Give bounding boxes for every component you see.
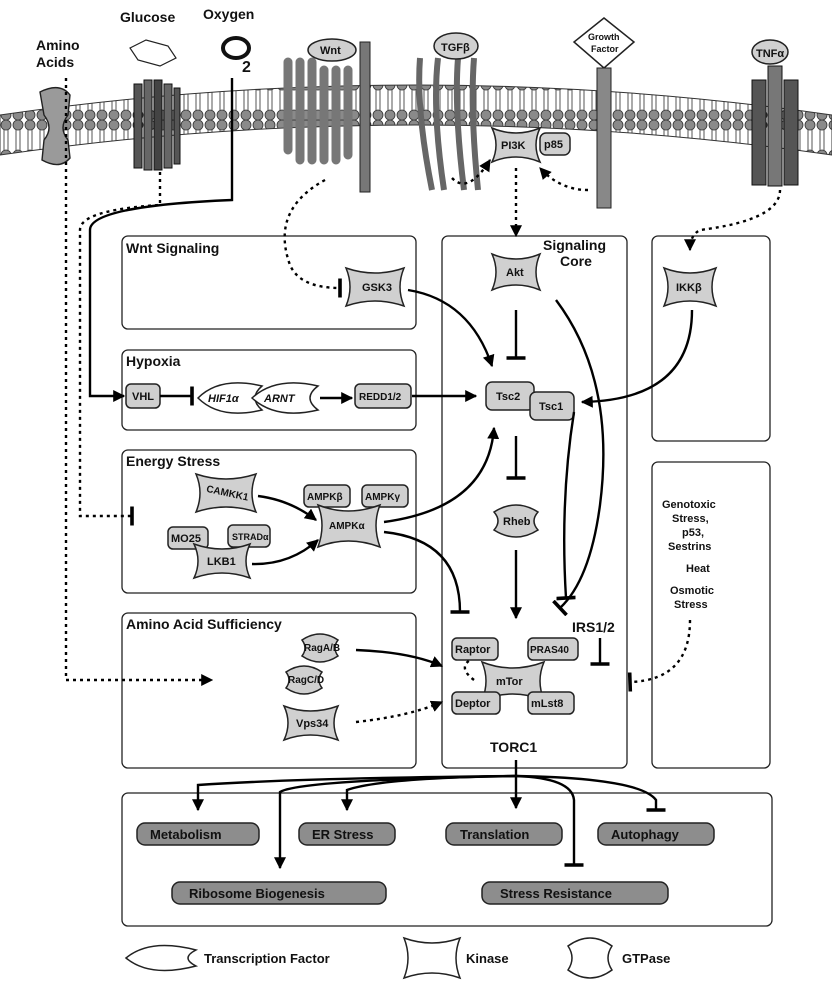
mo25-label: MO25 — [171, 533, 201, 545]
signaling-core-title-1: Signaling — [543, 237, 606, 253]
svg-text:p85: p85 — [544, 139, 563, 151]
ampkb-label: AMPKβ — [307, 492, 343, 503]
signaling-core-title-2: Core — [560, 253, 592, 269]
rheb-label: Rheb — [503, 516, 531, 528]
svg-text:Factor: Factor — [591, 44, 619, 54]
stress-item-2: Stress, — [672, 513, 709, 525]
autophagy-label: Autophagy — [611, 827, 680, 842]
svg-text:Growth: Growth — [588, 32, 620, 42]
glucose-molecule-icon — [130, 40, 176, 66]
hif1a-label: HIF1α — [208, 393, 240, 405]
ragc-label: RagC/D — [288, 675, 324, 686]
pras40-label: PRAS40 — [530, 645, 569, 656]
legend-gtpase-label: GTPase — [622, 951, 670, 966]
svg-text:2: 2 — [242, 59, 251, 76]
ikk-panel — [652, 236, 770, 441]
legend-gtpase-icon — [568, 938, 612, 978]
tsc2-label: Tsc2 — [496, 391, 520, 403]
pi3k-kinase: PI3K p85 — [492, 128, 570, 162]
redd-label: REDD1/2 — [359, 392, 402, 403]
metabolism-label: Metabolism — [150, 827, 222, 842]
hypoxia-panel-title: Hypoxia — [126, 353, 181, 369]
cell-membrane — [0, 85, 832, 155]
torc1-label: TORC1 — [490, 739, 537, 755]
ampkg-label: AMPKγ — [365, 492, 400, 503]
ribosome-label: Ribosome Biogenesis — [189, 886, 325, 901]
raga-label: RagA/B — [304, 643, 340, 654]
irs-label: IRS1/2 — [572, 619, 615, 635]
deptor-label: Deptor — [455, 698, 491, 710]
vhl-label: VHL — [132, 391, 154, 403]
wnt-panel-title: Wnt Signaling — [126, 240, 219, 256]
legend-transcription-factor-icon — [126, 946, 196, 971]
legend-kinase-label: Kinase — [466, 951, 509, 966]
svg-text:TNFα: TNFα — [756, 48, 784, 60]
amino-acids-label-1: Amino — [36, 37, 80, 53]
svg-text:Wnt: Wnt — [320, 45, 341, 57]
ikkb-label: IKKβ — [676, 282, 702, 294]
akt-label: Akt — [506, 267, 524, 279]
amino-acids-label-2: Acids — [36, 54, 74, 70]
legend-transcription-factor-label: Transcription Factor — [204, 951, 330, 966]
tnf-receptor: TNFα — [752, 40, 798, 186]
vps34-label: Vps34 — [296, 718, 329, 730]
gsk3-label: GSK3 — [362, 282, 392, 294]
stress-item-1: Genotoxic — [662, 499, 716, 511]
svg-text:PI3K: PI3K — [501, 140, 526, 152]
stress-item-7: Stress — [674, 599, 708, 611]
translation-label: Translation — [460, 827, 529, 842]
tsc1-label: Tsc1 — [539, 401, 563, 413]
stress-item-5: Heat — [686, 563, 710, 575]
energy-panel-title: Energy Stress — [126, 453, 220, 469]
outputs-panel — [122, 793, 772, 926]
ampka-label: AMPKα — [329, 521, 365, 532]
arnt-label: ARNT — [263, 393, 296, 405]
mtor-label: mTor — [496, 676, 523, 688]
amino-panel — [122, 613, 416, 768]
amino-panel-title: Amino Acid Sufficiency — [126, 616, 282, 632]
raptor-label: Raptor — [455, 644, 491, 656]
strada-label: STRADα — [232, 532, 269, 542]
legend-kinase-icon — [404, 938, 460, 978]
mlst8-label: mLst8 — [531, 698, 563, 710]
stress-item-4: Sestrins — [668, 541, 711, 553]
stress-item-3: p53, — [682, 527, 704, 539]
glucose-label: Glucose — [120, 9, 175, 25]
lkb1-label: LKB1 — [207, 556, 236, 568]
stress-item-6: Osmotic — [670, 585, 714, 597]
er-stress-label: ER Stress — [312, 827, 373, 842]
stress-resistance-label: Stress Resistance — [500, 886, 612, 901]
oxygen-icon: 2 — [223, 38, 251, 76]
svg-text:TGFβ: TGFβ — [441, 42, 470, 54]
oxygen-label: Oxygen — [203, 6, 254, 22]
